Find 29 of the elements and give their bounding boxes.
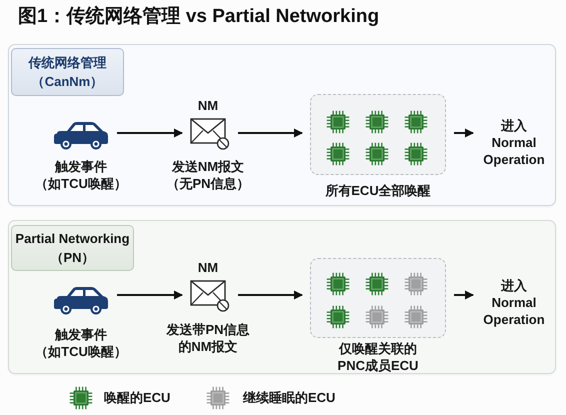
legend-label: 唤醒的ECU xyxy=(104,389,170,407)
legend-label: 继续睡眠的ECU xyxy=(243,389,336,407)
car-icon xyxy=(53,120,109,150)
node-label: 所有ECU全部唤醒 xyxy=(324,182,432,199)
panel xyxy=(8,220,556,374)
node-label: 发送带PN信息的NM报文 xyxy=(165,321,251,355)
arrow xyxy=(238,128,303,138)
node-label: 触发事件（如TCU唤醒） xyxy=(34,326,128,360)
arrow xyxy=(238,290,303,300)
panel xyxy=(8,44,556,206)
title: 图1：传统网络管理 vs Partial Networking xyxy=(18,5,380,29)
car-icon xyxy=(53,285,109,315)
dashed-group-box xyxy=(310,258,446,338)
node-label: NM xyxy=(196,259,220,276)
envelope-icon xyxy=(190,118,230,150)
arrow xyxy=(117,128,183,138)
state-label: 进入 Normal Operation xyxy=(481,277,547,329)
node-label: 触发事件（如TCU唤醒） xyxy=(34,158,128,192)
node-label: 仅唤醒关联的PNC成员ECU xyxy=(336,340,420,374)
state-label: 进入 Normal Operation xyxy=(481,117,547,169)
node-label: 发送NM报文（无PN信息） xyxy=(165,158,251,192)
arrow xyxy=(454,128,474,138)
arrow xyxy=(117,290,183,300)
dashed-group-box xyxy=(310,94,446,175)
node-label: NM xyxy=(196,97,220,114)
title-tab: 传统网络管理（CanNm） xyxy=(11,48,124,96)
title-tab: Partial Networking（PN） xyxy=(11,225,134,271)
arrow xyxy=(454,290,474,300)
envelope-icon xyxy=(190,280,230,312)
